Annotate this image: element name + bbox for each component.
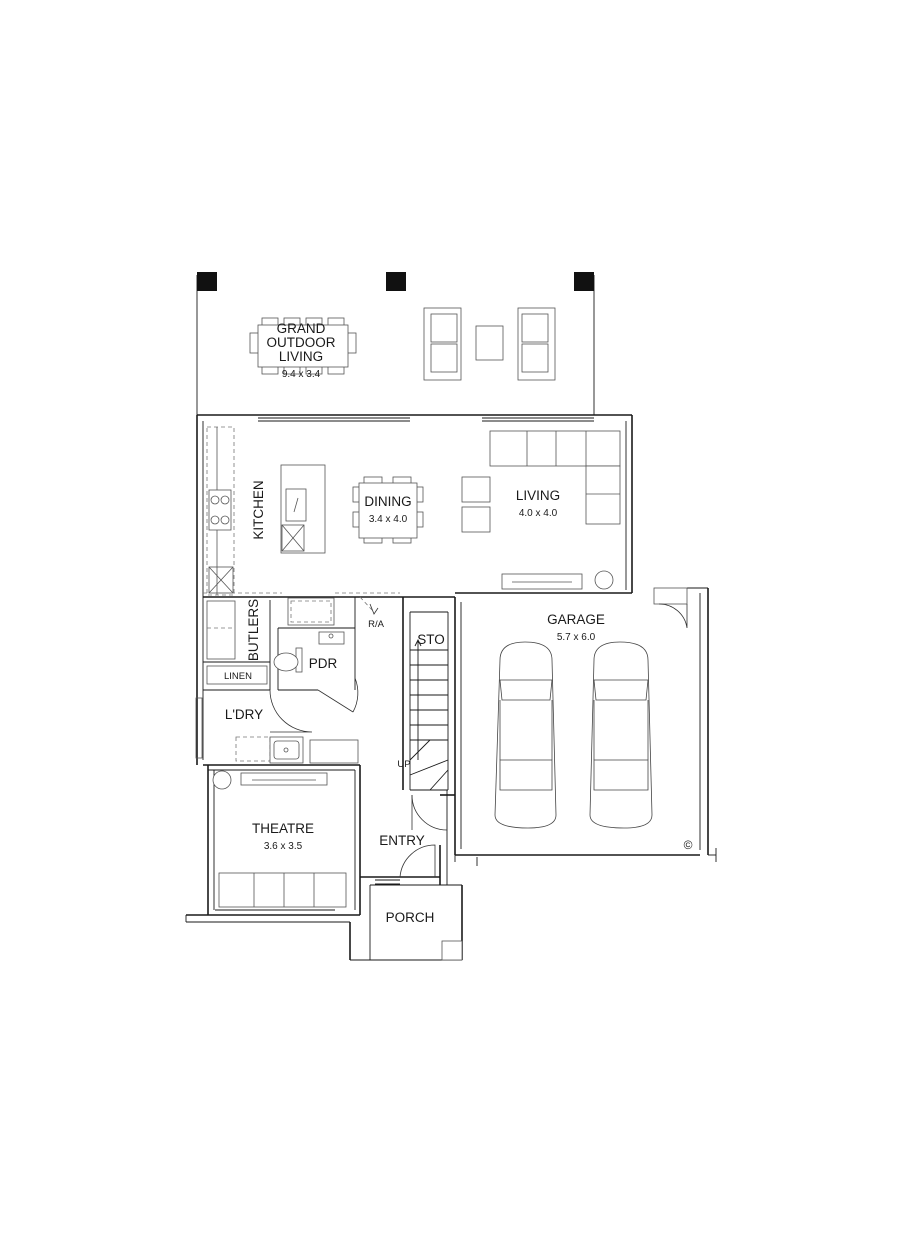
external-walls	[185, 414, 717, 961]
outdoor-dining-table	[249, 317, 357, 375]
car-left	[494, 641, 557, 829]
outdoor-living-area	[196, 272, 595, 415]
staircase	[399, 597, 449, 878]
outdoor-label-line1: GRAND	[277, 321, 326, 336]
linen-laundry	[195, 665, 359, 764]
outdoor-label-line3: LIVING	[279, 349, 323, 364]
entry-label: ENTRY	[379, 833, 425, 848]
living-furniture	[461, 430, 621, 590]
outdoor-lounge	[423, 307, 556, 381]
outdoor-label-line2: OUTDOOR	[267, 335, 336, 350]
theatre-furniture	[212, 770, 347, 908]
dining-label: DINING	[364, 494, 411, 509]
living-label: LIVING	[516, 488, 560, 503]
ldry-label: L'DRY	[225, 707, 263, 722]
porch-label: PORCH	[386, 910, 435, 925]
pdr-label: PDR	[309, 656, 338, 671]
garage-size: 5.7 x 6.0	[557, 632, 596, 643]
linen-label: LINEN	[224, 671, 252, 682]
living-size: 4.0 x 4.0	[519, 508, 558, 519]
car-right	[589, 641, 653, 829]
theatre-size: 3.6 x 3.5	[264, 841, 303, 852]
kitchen-label: KITCHEN	[251, 480, 266, 539]
butlers-pantry	[203, 592, 400, 690]
powder-room	[273, 628, 359, 713]
post-left	[197, 272, 217, 291]
copyright-symbol: ©	[684, 838, 693, 852]
dining-size: 3.4 x 4.0	[369, 514, 408, 525]
outdoor-size: 9.4 x 3.4	[282, 369, 321, 380]
garage-label: GARAGE	[547, 612, 605, 627]
post-right	[574, 272, 594, 291]
sto-label: STO	[417, 632, 445, 647]
butlers-label: BUTLERS	[246, 599, 261, 661]
kitchen-area	[206, 426, 326, 596]
up-label: UP	[397, 759, 410, 770]
ra-label: R/A	[368, 619, 385, 630]
theatre-label: THEATRE	[252, 821, 314, 836]
dining-table	[352, 476, 424, 544]
post-middle	[386, 272, 406, 291]
